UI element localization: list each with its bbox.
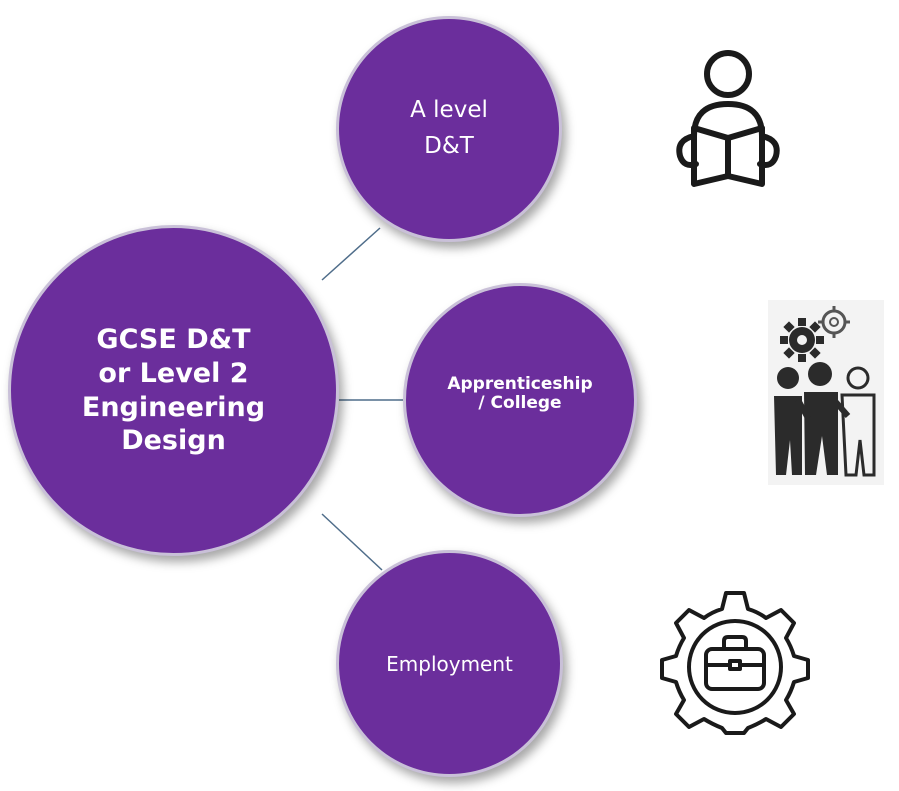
connector-employment: [321, 513, 383, 571]
connector-a-level: [321, 227, 381, 281]
team-with-gears-icon: [768, 300, 884, 485]
node-a-level: A level D&T: [336, 16, 562, 242]
node-employment-label: Employment: [386, 651, 513, 676]
node-apprenticeship-label: Apprenticeship / College: [447, 374, 593, 413]
center-node-gcse: GCSE D&T or Level 2 Engineering Design: [8, 225, 339, 556]
node-a-level-label: A level D&T: [410, 97, 488, 159]
gear-briefcase-icon: [660, 591, 810, 735]
node-apprenticeship: Apprenticeship / College: [403, 283, 637, 517]
center-node-label: GCSE D&T or Level 2 Engineering Design: [81, 324, 266, 457]
person-reading-book-icon: [676, 50, 780, 187]
node-employment: Employment: [336, 550, 563, 777]
